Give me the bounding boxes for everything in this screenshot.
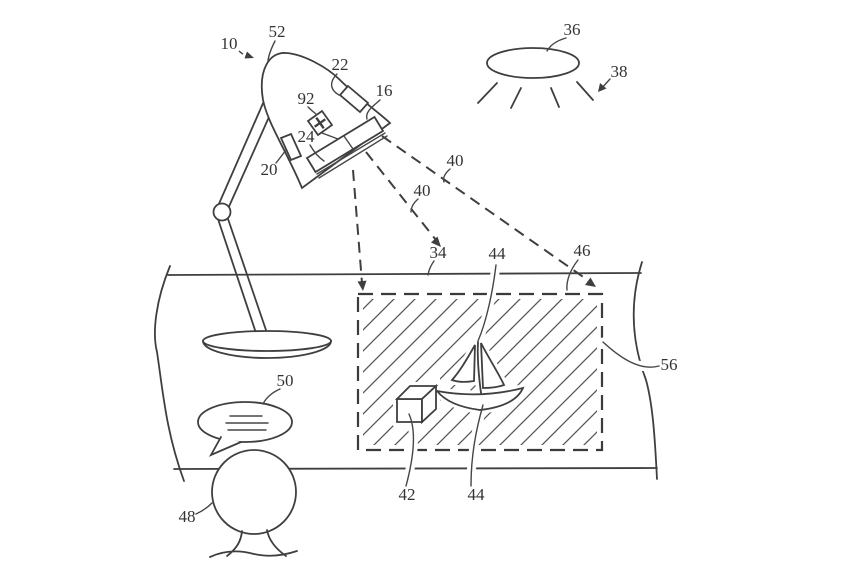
ref-label-92: 92 — [298, 89, 315, 108]
ref-label-10: 10 — [221, 34, 238, 53]
beam-right — [381, 135, 590, 282]
leader-20 — [275, 149, 287, 164]
ref-label-20: 20 — [261, 160, 278, 179]
ref-label-40-upper: 40 — [447, 151, 464, 170]
light-ray-2 — [510, 87, 522, 109]
sensor-22 — [338, 84, 370, 114]
leader-92 — [307, 106, 317, 115]
leader-16 — [365, 99, 381, 120]
lower-arm-left-line — [217, 218, 258, 337]
ref-label-38: 38 — [611, 62, 628, 81]
boat-mast — [476, 341, 482, 394]
ref-label-44-hull: 44 — [468, 485, 486, 504]
lower-arm-right-line — [226, 215, 268, 334]
shoulder-line — [209, 550, 298, 558]
area-labels: 34 46 56 — [427, 241, 678, 374]
boat-sail-right — [480, 342, 506, 389]
ref-label-40-lower: 40 — [414, 181, 431, 200]
module-divider — [343, 135, 354, 150]
boat-hull — [434, 386, 525, 411]
arrow-10 — [244, 51, 254, 59]
leader-36 — [546, 37, 567, 52]
leader-56-halo — [598, 337, 664, 372]
ref-label-24: 24 — [298, 127, 316, 146]
ref-label-44-sail: 44 — [489, 244, 507, 263]
beam-center-arrowhead — [357, 280, 367, 291]
mouth-rim-line-1 — [316, 132, 386, 175]
light-ray-3 — [550, 87, 560, 108]
light-ray-4 — [576, 81, 594, 101]
leader-50 — [262, 388, 281, 405]
ref-label-42: 42 — [399, 485, 416, 504]
person-head — [211, 449, 297, 535]
ref-label-16: 16 — [376, 81, 393, 100]
light-ellipse — [486, 47, 580, 79]
projected-scene: 42 44 44 — [387, 244, 531, 504]
speech-bubble: 50 — [197, 371, 294, 457]
person: 48 — [179, 449, 298, 558]
boat-sail-left — [450, 344, 476, 383]
leader-34 — [427, 260, 435, 276]
beam-center — [352, 169, 363, 284]
leader-22 — [330, 73, 340, 96]
leader-56 — [602, 341, 660, 368]
bubble-ellipse — [197, 401, 293, 443]
projection-beams: 40 40 — [352, 135, 596, 291]
leader-52 — [267, 40, 276, 63]
beam-middle — [365, 151, 437, 241]
neck-left — [226, 530, 243, 557]
leader-46 — [566, 259, 579, 291]
beam-middle-arrowhead — [431, 236, 441, 247]
ref-label-50: 50 — [277, 371, 294, 390]
leader-48 — [195, 502, 213, 515]
desk-lamp: 52 22 16 92 24 20 10 — [202, 22, 393, 359]
ref-label-22: 22 — [332, 55, 349, 74]
leader-44-hull — [470, 404, 484, 487]
ref-label-34: 34 — [430, 243, 448, 262]
leader-24 — [309, 144, 325, 162]
ref-label-52: 52 — [269, 22, 286, 41]
projection-dashed-border — [356, 292, 604, 452]
ref-label-56: 56 — [661, 355, 678, 374]
sensor-20 — [279, 132, 303, 162]
mouth-rim-line-2 — [318, 135, 388, 179]
ref-label-46: 46 — [574, 241, 591, 260]
table-left-break-edge — [154, 265, 185, 482]
light-ray-1 — [477, 82, 498, 104]
overhead-light: 36 38 — [477, 20, 628, 109]
ref-label-36: 36 — [564, 20, 581, 39]
emitter-stem — [321, 132, 339, 140]
leader-42 — [405, 413, 415, 487]
upper-arm-left-line — [217, 100, 265, 207]
beam-right-arrowhead — [585, 277, 596, 287]
ref-label-48: 48 — [179, 507, 196, 526]
lamp-base-top — [202, 330, 332, 352]
upper-arm-right-line — [226, 107, 274, 212]
arrow-38 — [598, 83, 607, 92]
cube-right-face — [421, 383, 437, 425]
bubble-tail — [208, 436, 242, 457]
emitter-star-stroke-2 — [315, 117, 325, 129]
elbow-joint — [212, 202, 232, 222]
leader-44-sail — [477, 264, 497, 342]
table-right-break-edge — [632, 261, 658, 480]
optical-module-16 — [305, 115, 385, 174]
leader-40-upper — [442, 168, 451, 183]
cube-front-face — [396, 398, 423, 423]
neck-right — [266, 529, 287, 557]
leader-40-lower — [410, 198, 419, 213]
